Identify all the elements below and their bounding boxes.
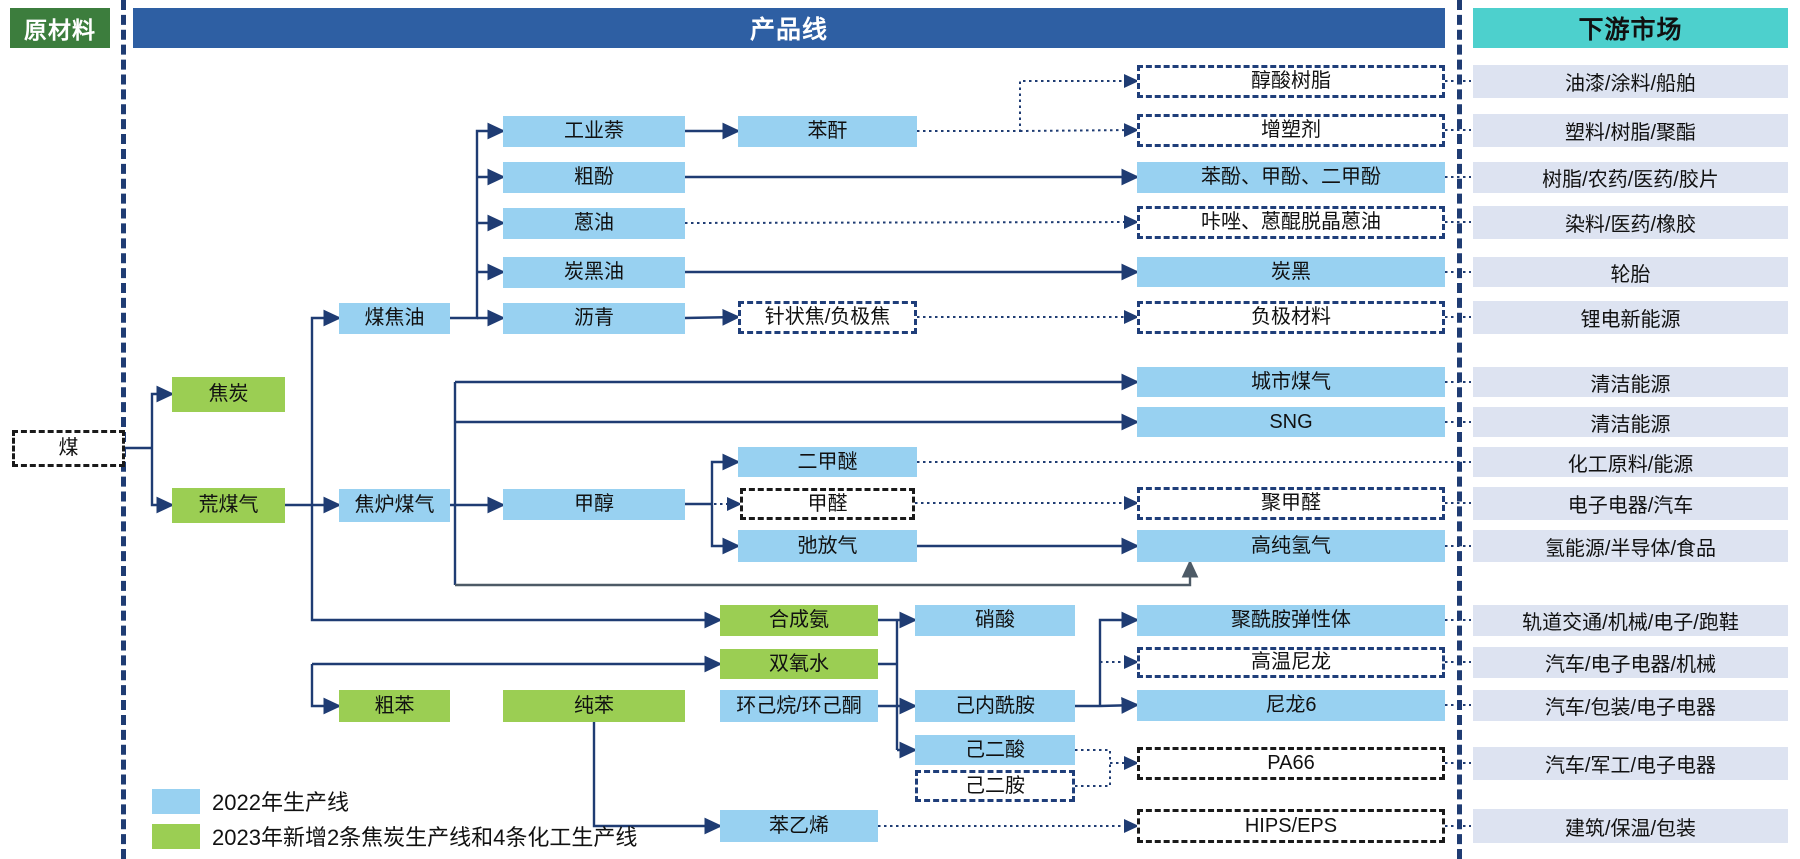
market-row-2: 树脂/农药/医药/胶片 — [1473, 162, 1788, 193]
market-row-11: 轨道交通/机械/电子/跑鞋 — [1473, 605, 1788, 636]
node-coke: 焦炭 — [172, 377, 285, 412]
market-row-12: 汽车/电子电器/机械 — [1473, 647, 1788, 678]
market-row-10: 氢能源/半导体/食品 — [1473, 530, 1788, 562]
node-sng: SNG — [1137, 407, 1445, 437]
market-row-9: 电子电器/汽车 — [1473, 487, 1788, 520]
legend-label: 2022年生产线 — [212, 790, 349, 815]
node-polyamide-elastomer: 聚酰胺弹性体 — [1137, 605, 1445, 636]
node-carbazole: 咔唑、蒽醌脱晶蒽油 — [1137, 206, 1445, 239]
left-dashed-divider — [121, 0, 126, 859]
node-hexamethylenediamine: 己二胺 — [915, 770, 1075, 802]
node-pitch: 沥青 — [503, 303, 685, 334]
node-pom: 聚甲醛 — [1137, 487, 1445, 520]
node-methanol: 甲醇 — [503, 489, 685, 520]
node-industrial-naphthalene: 工业萘 — [503, 116, 685, 147]
market-row-14: 汽车/军工/电子电器 — [1473, 747, 1788, 780]
node-crude-phenol: 粗酚 — [503, 162, 685, 193]
node-carbon-black-oil: 炭黑油 — [503, 257, 685, 288]
node-phthalic-anhydride: 苯酐 — [738, 116, 917, 147]
node-coke-oven-gas: 焦炉煤气 — [339, 489, 450, 522]
node-styrene: 苯乙烯 — [720, 810, 878, 842]
market-row-15: 建筑/保温/包装 — [1473, 809, 1788, 843]
right-dashed-divider — [1457, 0, 1462, 859]
node-caprolactam: 己内酰胺 — [915, 690, 1075, 722]
node-city-gas: 城市煤气 — [1137, 367, 1445, 397]
node-pa66: PA66 — [1137, 747, 1445, 780]
downstream-market-header: 下游市场 — [1473, 8, 1788, 48]
market-row-3: 染料/医药/橡胶 — [1473, 206, 1788, 239]
node-coal: 煤 — [12, 430, 125, 467]
node-nitric-acid: 硝酸 — [915, 605, 1075, 636]
node-carbon-black: 炭黑 — [1137, 257, 1445, 287]
node-ht-nylon: 高温尼龙 — [1137, 647, 1445, 678]
node-high-purity-hydrogen: 高纯氢气 — [1137, 530, 1445, 562]
market-row-5: 锂电新能源 — [1473, 301, 1788, 334]
node-nylon6: 尼龙6 — [1137, 690, 1445, 721]
product-line-header: 产品线 — [133, 8, 1445, 48]
legend-label: 2023年新增2条焦炭生产线和4条化工生产线 — [212, 825, 638, 850]
node-hips-eps: HIPS/EPS — [1137, 809, 1445, 843]
legend-swatch-blue — [152, 788, 200, 814]
node-adipic-acid: 己二酸 — [915, 735, 1075, 765]
market-row-6: 清洁能源 — [1473, 367, 1788, 397]
node-anthracene-oil: 蒽油 — [503, 208, 685, 239]
market-row-8: 化工原料/能源 — [1473, 447, 1788, 477]
node-formaldehyde: 甲醛 — [740, 488, 915, 520]
node-synthetic-ammonia: 合成氨 — [720, 605, 878, 636]
legend-swatch-green — [152, 823, 200, 849]
node-anode-material: 负极材料 — [1137, 301, 1445, 334]
node-dme: 二甲醚 — [738, 447, 917, 477]
node-crude-benzene: 粗苯 — [339, 690, 450, 722]
node-needle-coke: 针状焦/负极焦 — [738, 301, 917, 334]
node-pure-benzene: 纯苯 — [503, 690, 685, 722]
node-plasticizer: 增塑剂 — [1137, 114, 1445, 147]
node-coal-tar: 煤焦油 — [339, 303, 450, 334]
legend-item-2023: 2023年新增2条焦炭生产线和4条化工生产线 — [152, 820, 637, 852]
raw-materials-header: 原材料 — [10, 8, 110, 48]
market-row-4: 轮胎 — [1473, 257, 1788, 287]
node-alkyd-resin: 醇酸树脂 — [1137, 65, 1445, 98]
market-row-7: 清洁能源 — [1473, 407, 1788, 437]
node-phenols: 苯酚、甲酚、二甲酚 — [1137, 162, 1445, 193]
node-raw-gas: 荒煤气 — [172, 488, 285, 523]
market-row-0: 油漆/涂料/船舶 — [1473, 65, 1788, 98]
node-cyclohexane: 环己烷/环己酮 — [720, 690, 878, 722]
market-row-1: 塑料/树脂/聚酯 — [1473, 114, 1788, 147]
market-row-13: 汽车/包装/电子电器 — [1473, 690, 1788, 721]
legend-item-2022: 2022年生产线 — [152, 785, 349, 817]
node-purge-gas: 弛放气 — [738, 530, 917, 562]
node-hydrogen-peroxide: 双氧水 — [720, 649, 878, 679]
